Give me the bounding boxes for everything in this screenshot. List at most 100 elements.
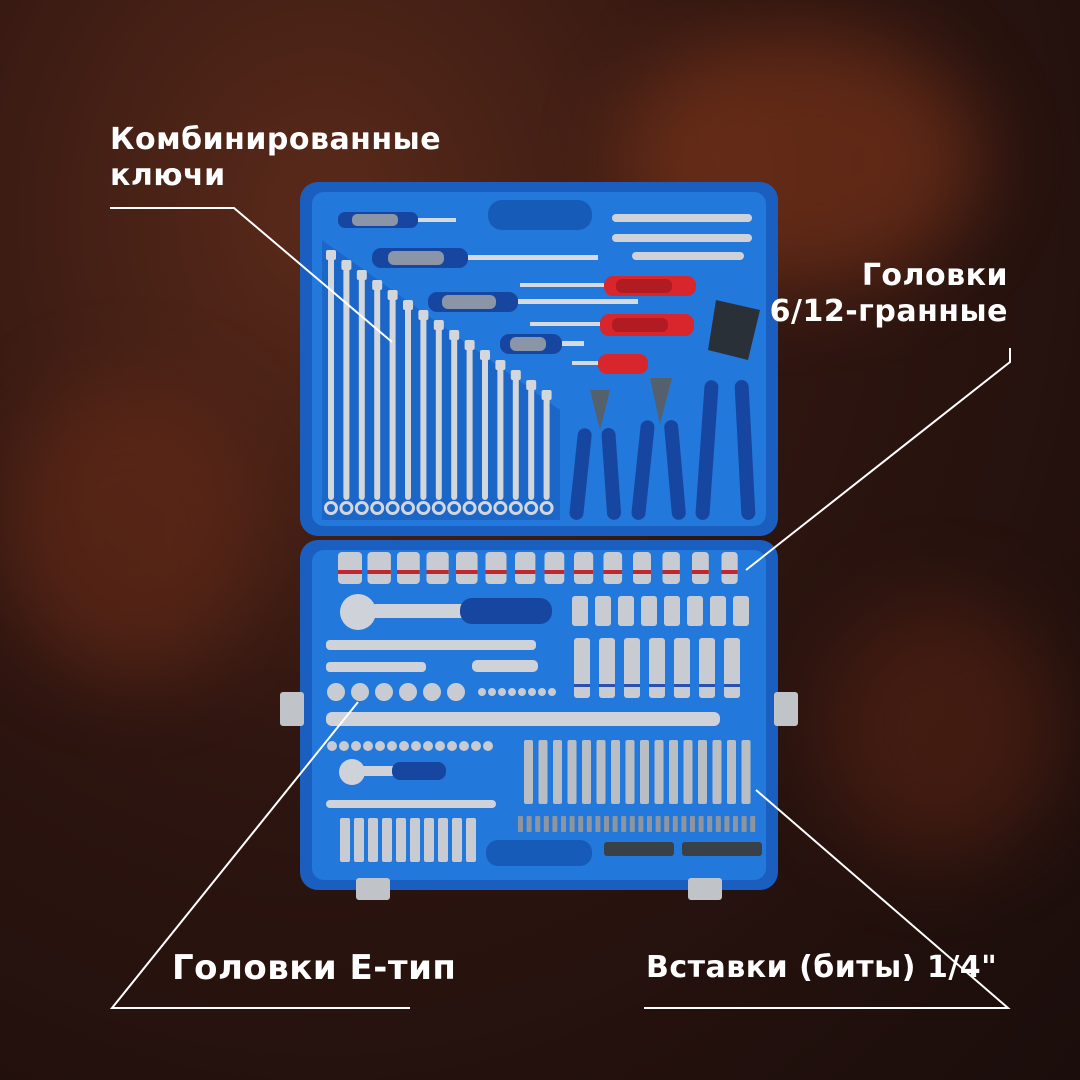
socket-small [548,688,556,696]
socket-medium [687,596,703,626]
socket-deep [649,638,665,698]
socket-12pt [574,552,594,584]
combination-wrenches [324,250,554,515]
label-sockets-line2: 6/12-гранные [769,294,1008,329]
socket-medium [641,596,657,626]
extension-bars [326,640,720,808]
socket-e-type-small [363,741,373,751]
label-combination-wrenches-line2: ключи [110,158,226,193]
bit-long [683,740,693,804]
bit-short [681,816,687,832]
socket-e-type [327,683,345,701]
socket-e-type-small [411,741,421,751]
socket-small [518,688,526,696]
callout-lines [109,207,1011,1009]
bit-short [707,816,713,832]
socket-medium [618,596,634,626]
socket-e-type-small [399,741,409,751]
socket-e-type [351,683,369,701]
bit-long [611,740,620,804]
combination-wrench [508,370,523,515]
socket-small [498,688,506,696]
bit-long [698,740,707,804]
socket-deep [574,638,590,698]
socket-deep-small [340,818,350,862]
socket-12pt [692,552,709,584]
socket-12pt [367,552,391,584]
socket-deep-small [424,818,434,862]
bit-long [712,740,722,804]
socket-deep-small [396,818,406,862]
socket-e-type-small [459,741,469,751]
socket-12pt [397,552,420,584]
socket-12pt [515,552,536,584]
bit-short [715,816,721,832]
bit-short [526,816,532,832]
combination-wrench [431,320,446,515]
bit-short [552,816,558,832]
bit-short [672,816,678,832]
socket-deep [674,638,690,698]
socket-small [478,688,486,696]
socket-12pt [544,552,565,584]
bit-short [578,816,584,832]
bit-short [647,816,652,832]
bit-long [596,740,606,804]
socket-e-type-small [351,741,361,751]
bit-long [741,740,751,804]
combination-wrench [539,390,554,515]
socket-12pt [662,552,680,584]
socket-deep-small [354,818,364,862]
bit-short [543,816,549,832]
bit-short [741,816,747,832]
socket-e-type-small [447,741,457,751]
socket-small [538,688,546,696]
label-combination-wrenches-line1: Комбинированные [110,122,442,157]
combination-wrench [401,300,415,515]
socket-deep [699,638,715,698]
bit-short [569,816,575,832]
socket-12pt [603,552,623,584]
socket-medium [572,596,588,626]
label-e-type-sockets: Головки Е-тип [172,948,457,988]
combination-wrench [324,250,338,515]
small-wrenches [612,214,752,260]
callout-line-sockets [745,348,1011,571]
combination-wrench [462,340,477,515]
socket-12pt [456,552,478,584]
bit-short [698,816,704,832]
socket-e-type-small [483,741,493,751]
bit-holder [604,842,674,856]
bit-short [690,816,695,832]
bit-short [621,816,627,832]
ratchet-small [339,759,446,785]
socket-deep-small [410,818,420,862]
socket-deep [599,638,615,698]
socket-e-type [447,683,465,701]
socket-deep-small [368,818,378,862]
bit-short [518,816,523,832]
bit-long [538,740,548,804]
bit-short [595,816,601,832]
bit-short [604,816,609,832]
combination-wrench [370,280,385,515]
socket-small [508,688,516,696]
combination-wrench [385,290,400,515]
socket-12pt [338,552,362,584]
callout-line-e-type [109,701,410,1009]
combination-wrench [524,380,539,515]
socket-medium [664,596,680,626]
background-glow [820,600,1060,860]
combination-wrench [339,260,354,515]
socket-medium [710,596,726,626]
socket-e-type-small [327,741,337,751]
combination-wrench [478,350,492,515]
bit-short [638,816,644,832]
ratchet-large [340,594,552,630]
socket-12pt [633,552,651,584]
bit-long [640,740,649,804]
bit-short [586,816,592,832]
socket-deep-small [438,818,448,862]
socket-e-type-small [471,741,481,751]
socket-12pt [426,552,449,584]
